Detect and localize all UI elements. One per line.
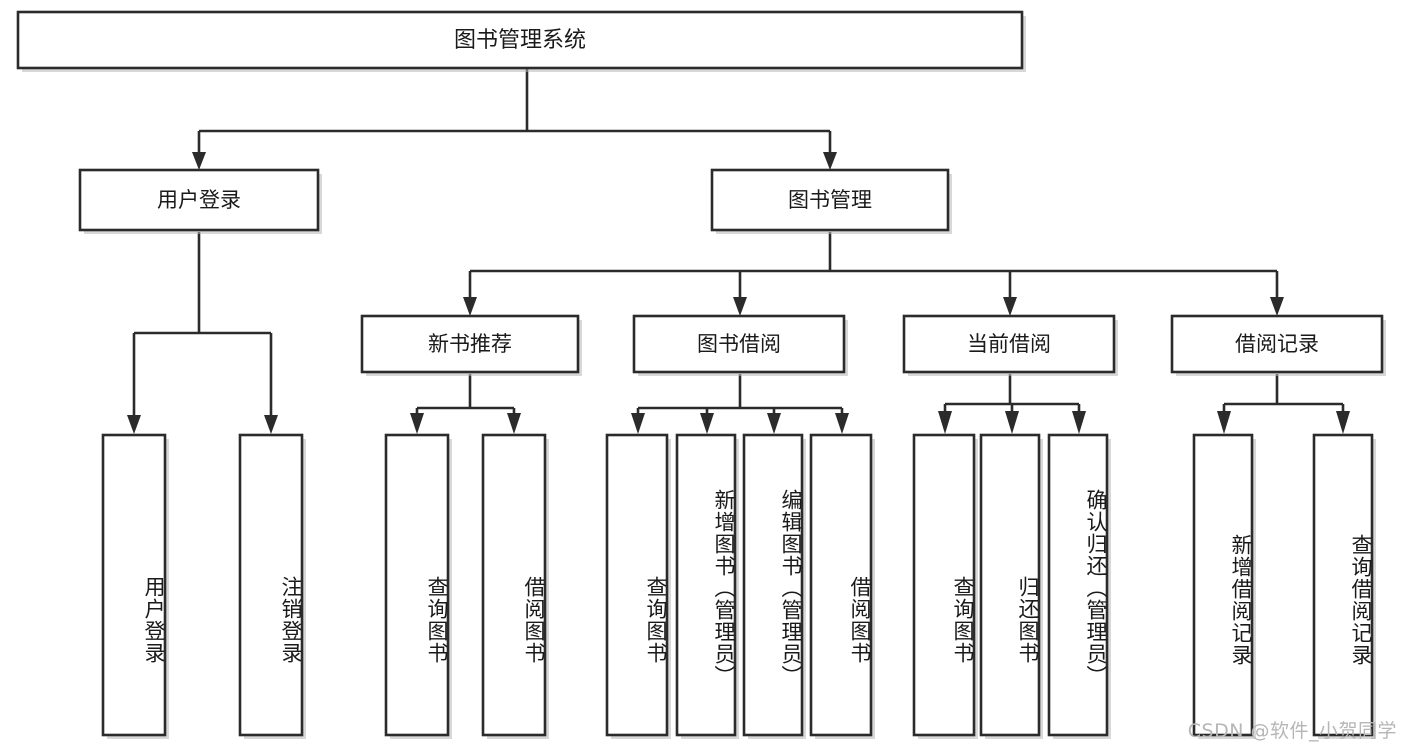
leaf-box-newbook-2[interactable] — [481, 433, 547, 737]
arrowhead-leaf-bookborrow-1 — [631, 413, 645, 434]
arrowhead-current-borrow — [1003, 297, 1017, 316]
node-borrow-records-box[interactable] — [1170, 314, 1384, 374]
leaf-box-bookborrow-1[interactable] — [605, 433, 669, 737]
csdn-watermark: CSDN @软件_小贺同学 — [1187, 720, 1397, 742]
arrowhead-leaf-borrowrecords-1 — [1217, 411, 1231, 434]
node-new-book-recommend-box[interactable] — [360, 314, 580, 374]
node-book-mgmt-label: 图书管理 — [788, 188, 872, 212]
node-book-borrow-label: 图书借阅 — [697, 332, 781, 356]
leaf-box-user-login-1[interactable] — [101, 433, 167, 737]
node-user-login-box[interactable] — [78, 168, 320, 232]
node-borrow-records-label: 借阅记录 — [1235, 332, 1319, 356]
leaf-box-currentborrow-2[interactable] — [979, 433, 1041, 737]
leaf-box-newbook-1[interactable] — [384, 433, 450, 737]
arrowhead-leaf-borrowrecords-2 — [1336, 411, 1350, 434]
arrowhead-borrow-records — [1270, 297, 1284, 316]
leaf-box-bookborrow-2[interactable] — [675, 433, 737, 737]
node-book-mgmt-box[interactable] — [710, 168, 950, 232]
node-root-box[interactable] — [16, 10, 1024, 70]
arrowhead-leaf-bookborrow-2 — [700, 413, 714, 434]
leaf-box-user-login-2[interactable] — [238, 433, 304, 737]
node-current-borrow-label: 当前借阅 — [967, 332, 1051, 356]
node-new-book-recommend-label: 新书推荐 — [428, 332, 512, 356]
leaf-box-currentborrow-3[interactable] — [1047, 433, 1109, 737]
arrowhead-new-book-recommend — [463, 297, 477, 316]
arrowhead-user-login — [192, 152, 206, 170]
node-current-borrow-box[interactable] — [902, 314, 1116, 374]
node-book-borrow-box[interactable] — [632, 314, 846, 374]
arrowhead-leaf-currentborrow-3 — [1072, 411, 1086, 434]
leaf-box-currentborrow-1[interactable] — [912, 433, 976, 737]
arrowhead-leaf-bookborrow-4 — [835, 413, 849, 434]
arrowhead-leaf-bookborrow-3 — [767, 413, 781, 434]
arrowhead-leaf-currentborrow-1 — [938, 411, 952, 434]
edges-layer — [127, 68, 1350, 434]
nodes-layer: 图书管理系统 用户登录 图书管理 新书推荐 图书借阅 当前借阅 借阅记录 — [16, 10, 1386, 739]
leaf-box-borrowrecords-2[interactable] — [1312, 433, 1374, 737]
arrowhead-leaf-user-login-2 — [264, 415, 278, 434]
node-root-label: 图书管理系统 — [454, 28, 586, 53]
leaf-box-bookborrow-4[interactable] — [809, 433, 873, 737]
arrowhead-leaf-newbook-1 — [410, 413, 424, 434]
arrowhead-leaf-newbook-2 — [507, 413, 521, 434]
arrowhead-book-mgmt — [823, 152, 837, 170]
leaf-box-bookborrow-3[interactable] — [742, 433, 804, 737]
arrowhead-book-borrow — [733, 297, 747, 316]
arrowhead-leaf-currentborrow-2 — [1005, 411, 1019, 434]
node-user-login-label: 用户登录 — [157, 188, 241, 212]
leaf-box-borrowrecords-1[interactable] — [1192, 433, 1254, 737]
arrowhead-leaf-user-login-1 — [127, 415, 141, 434]
